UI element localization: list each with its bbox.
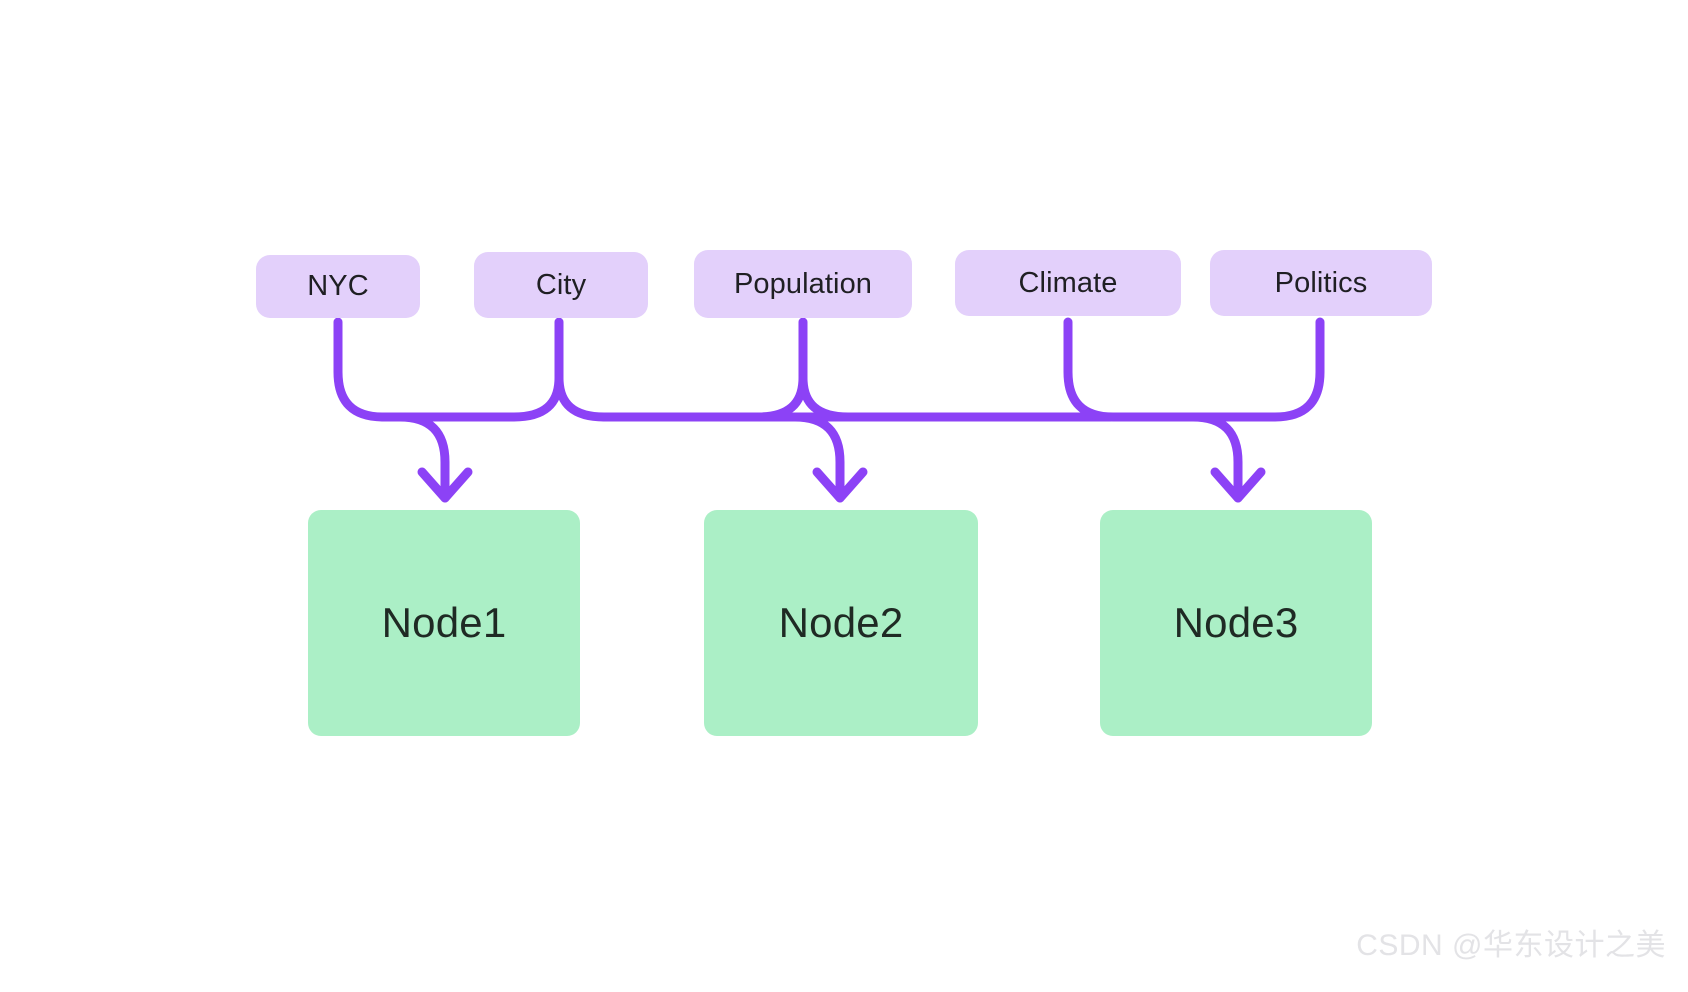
edge-climate-node3 [1063, 317, 1243, 422]
attribute-pill-label: Population [733, 267, 873, 300]
attribute-pill-politics[interactable]: Politics [1210, 250, 1432, 316]
node-box-label: Node1 [381, 599, 507, 646]
attribute-pill-nyc[interactable]: NYC [256, 255, 420, 318]
attribute-pill-population[interactable]: Population [694, 250, 912, 318]
edge-drop-node3 [1188, 412, 1243, 503]
edge-population-left [599, 373, 808, 422]
watermark-text: CSDN @华东设计之美 [1356, 929, 1666, 962]
node-box-node1[interactable]: Node1 [308, 510, 580, 736]
edge-nyc-node1 [333, 317, 450, 422]
edge-city-left [440, 373, 564, 422]
edge-drop-node1 [395, 412, 450, 503]
attribute-pill-label: Climate [1018, 266, 1118, 299]
attribute-pill-label: Politics [1274, 266, 1368, 299]
node-box-node3[interactable]: Node3 [1100, 510, 1372, 736]
edge-population-right [798, 373, 1115, 422]
attribute-pill-city[interactable]: City [474, 252, 648, 318]
attribute-pill-label: City [535, 268, 587, 301]
node-box-node2[interactable]: Node2 [704, 510, 978, 736]
attribute-pill-label: NYC [307, 270, 369, 302]
arrowhead-node2-icon [812, 467, 868, 503]
node-box-label: Node3 [1173, 599, 1299, 646]
node-box-label: Node2 [778, 599, 904, 646]
edge-city-right [554, 373, 765, 422]
attribute-pill-climate[interactable]: Climate [955, 250, 1181, 316]
edge-politics-node3 [1233, 317, 1325, 422]
edge-drop-node2 [790, 412, 845, 503]
arrowhead-node1-icon [417, 467, 473, 503]
arrowhead-node3-icon [1210, 467, 1266, 503]
